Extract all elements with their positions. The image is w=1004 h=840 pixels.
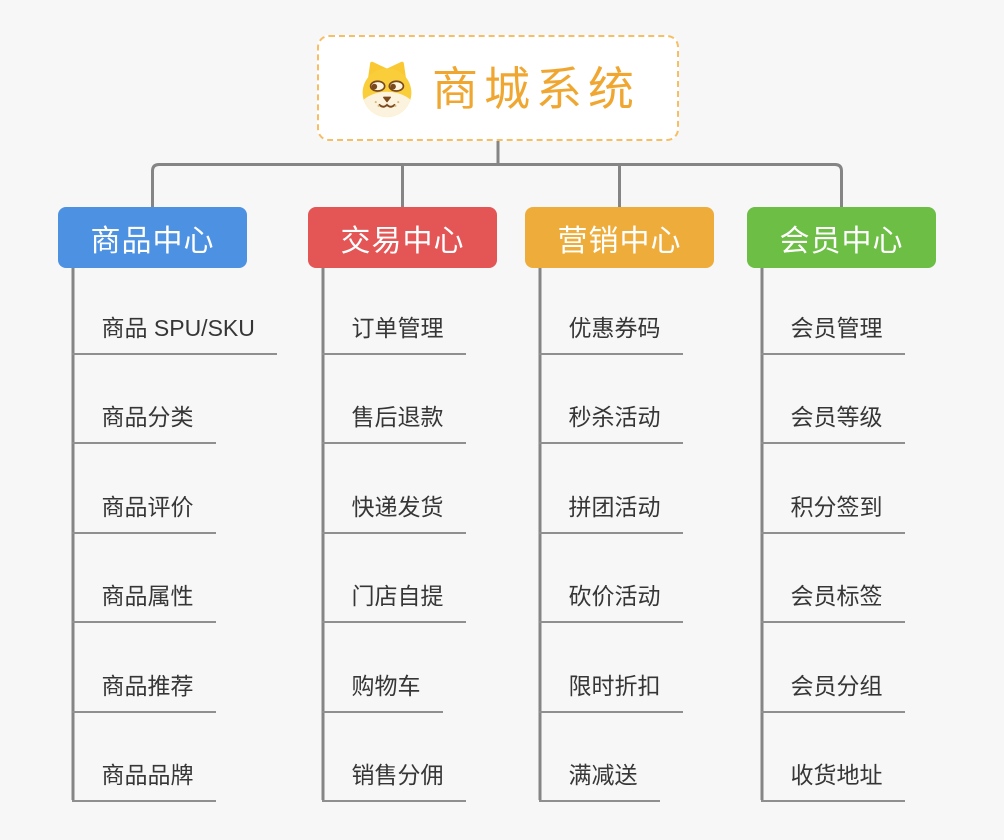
leaf-topic[interactable]: 收货地址 <box>760 758 905 802</box>
leaf-topic[interactable]: 快递发货 <box>321 490 466 534</box>
branch-node-marketing[interactable]: 营销中心 <box>525 207 714 268</box>
dog-face-icon <box>362 61 412 118</box>
leaf-topic[interactable]: 秒杀活动 <box>538 400 683 444</box>
leaf-topic[interactable]: 订单管理 <box>321 311 466 355</box>
leaf-topic[interactable]: 商品品牌 <box>71 758 216 802</box>
leaf-topic[interactable]: 商品属性 <box>71 579 216 623</box>
leaf-topic[interactable]: 积分签到 <box>760 490 905 534</box>
leaf-topic[interactable]: 拼团活动 <box>538 490 683 534</box>
leaf-topic[interactable]: 满减送 <box>538 758 660 802</box>
leaf-topic[interactable]: 售后退款 <box>321 400 466 444</box>
leaf-topic[interactable]: 门店自提 <box>321 579 466 623</box>
leaf-topic[interactable]: 商品 SPU/SKU <box>71 311 277 355</box>
branch-node-trade[interactable]: 交易中心 <box>308 207 497 268</box>
leaf-topic[interactable]: 商品分类 <box>71 400 216 444</box>
leaf-topic[interactable]: 购物车 <box>321 669 443 713</box>
leaf-topic[interactable]: 商品评价 <box>71 490 216 534</box>
branch-node-products[interactable]: 商品中心 <box>58 207 247 268</box>
branch-node-members[interactable]: 会员中心 <box>747 207 936 268</box>
leaf-topic[interactable]: 会员管理 <box>760 311 905 355</box>
branch-bus-line <box>151 163 843 208</box>
leaf-topic[interactable]: 优惠券码 <box>538 311 683 355</box>
leaf-topic[interactable]: 限时折扣 <box>538 669 683 713</box>
root-topic-title: 商城系统 <box>432 63 640 115</box>
root-topic[interactable]: 商城系统 <box>317 35 679 141</box>
leaf-topic[interactable]: 砍价活动 <box>538 579 683 623</box>
leaf-topic[interactable]: 会员分组 <box>760 669 905 713</box>
leaf-topic[interactable]: 会员标签 <box>760 579 905 623</box>
leaf-topic[interactable]: 商品推荐 <box>71 669 216 713</box>
leaf-topic[interactable]: 销售分佣 <box>321 758 466 802</box>
leaf-topic[interactable]: 会员等级 <box>760 400 905 444</box>
